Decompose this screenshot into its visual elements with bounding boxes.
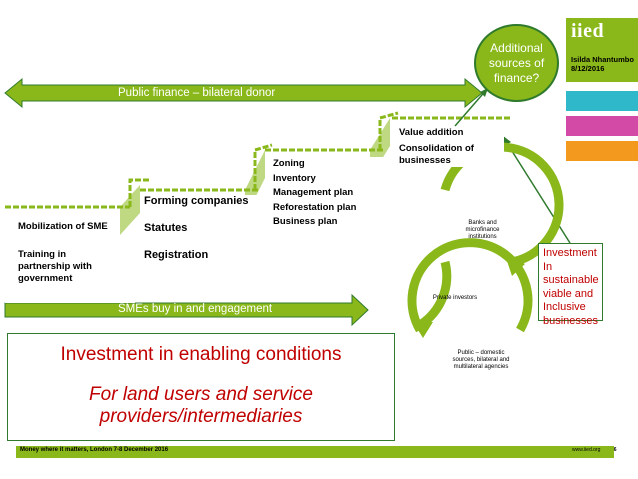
step-3-line-1: Zoning	[273, 158, 305, 169]
step-3-line-2: Inventory	[273, 172, 316, 184]
bottom-arrow-label: SMEs buy in and engagement	[118, 303, 273, 315]
step-1: Mobilization of SME Training in partners…	[18, 221, 114, 285]
cycle-arrowhead-2	[413, 322, 433, 338]
cloud-text: Additional sources of finance?	[488, 40, 545, 85]
color-swatch-orange	[566, 141, 638, 161]
additional-sources-bubble: Additional sources of finance?	[474, 24, 559, 102]
footer-bar	[16, 446, 614, 458]
step-4-line-1: Value addition	[399, 127, 464, 138]
page-number: 6	[613, 447, 617, 453]
step-2-line-3: Registration	[144, 249, 209, 261]
step-3: Zoning Inventory Management plan Refores…	[273, 157, 383, 230]
step-1-line-2: Training in partnership with government	[18, 249, 92, 284]
step-2-line-2: Statutes	[144, 222, 188, 234]
enabling-title: Investment in enabling conditions	[60, 344, 342, 365]
iied-logo: iied	[571, 20, 605, 42]
footer-url: www.iied.org 6	[572, 447, 617, 453]
investment-box: Investment In sustainable viable and Inc…	[538, 243, 603, 327]
author-block: Isilda Nhantumbo 8/12/2016	[571, 55, 634, 73]
footer-url-text: www.iied.org	[572, 447, 601, 453]
cycle-public: Public – domestic sources, bilateral and…	[452, 350, 510, 370]
cycle-arrowhead-1	[505, 255, 525, 276]
enabling-subtitle: For land users and service providers/int…	[89, 384, 313, 427]
author-date: 8/12/2016	[571, 64, 605, 73]
step-4-line-2: Consolidation of businesses	[399, 143, 474, 166]
brand-panel	[566, 18, 638, 82]
step-1-line-1: Mobilization of SME	[18, 221, 108, 232]
color-swatch-magenta	[566, 116, 638, 136]
top-arrow-label: Public finance – bilateral donor	[118, 87, 276, 99]
bottom-right-arrow	[4, 293, 369, 327]
step-3-line-3: Management plan	[273, 187, 354, 198]
footer-event: Money where it matters, London 7-8 Decem…	[20, 447, 169, 453]
author-name: Isilda Nhantumbo	[571, 55, 634, 64]
color-swatch-cyan	[566, 91, 638, 111]
step-2: Forming companies Statutes Registration	[144, 195, 264, 261]
step-3-line-4: Reforestation plan	[273, 201, 357, 213]
cycle-banks: Banks and microfinance institutions	[465, 220, 500, 240]
enabling-conditions-box: Investment in enabling conditions For la…	[7, 333, 395, 441]
cycle-private: Private investors	[432, 295, 478, 301]
step-4: Value addition Consolidation of business…	[399, 127, 504, 167]
step-2-line-1: Forming companies	[144, 195, 249, 207]
step-3-line-5: Business plan	[273, 216, 338, 227]
